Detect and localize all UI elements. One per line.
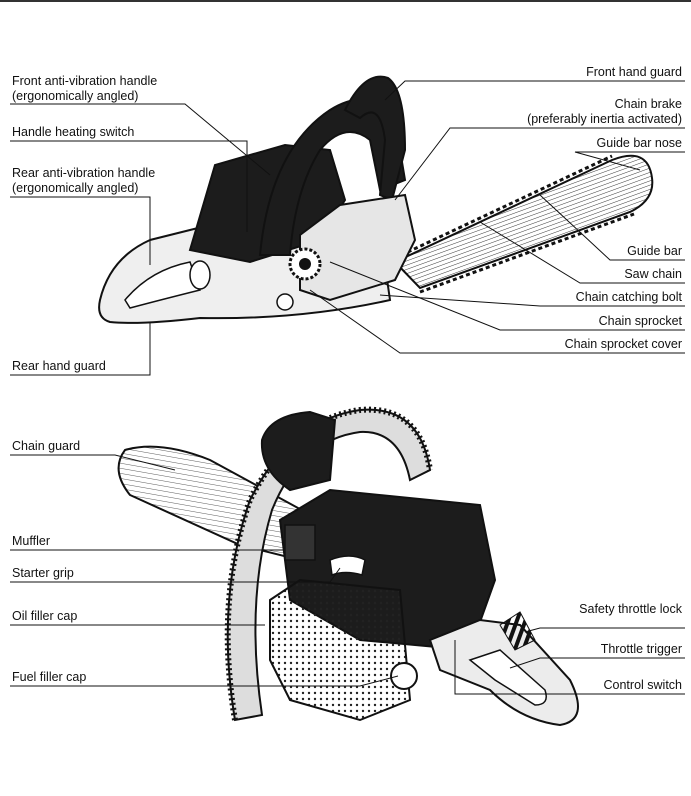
label-front-hand-guard: Front hand guard bbox=[586, 65, 682, 79]
label-chain-sprocket: Chain sprocket bbox=[599, 314, 682, 328]
label-rear-hand-guard: Rear hand guard bbox=[12, 359, 106, 373]
label-muffler: Muffler bbox=[12, 534, 50, 548]
label-control-switch: Control switch bbox=[604, 678, 683, 692]
label-chain-brake: Chain brake bbox=[615, 97, 682, 111]
leader-safety-throttle-lock bbox=[525, 628, 685, 632]
label-chain-guard: Chain guard bbox=[12, 439, 80, 453]
label-front-av-handle: Front anti-vibration handle bbox=[12, 74, 157, 88]
label-chain-catching-bolt: Chain catching bolt bbox=[576, 290, 682, 304]
label-starter-grip: Starter grip bbox=[12, 566, 74, 580]
label-rear-av-handle: Rear anti-vibration handle bbox=[12, 166, 155, 180]
bottom-chainsaw bbox=[119, 410, 578, 725]
label-throttle-trigger: Throttle trigger bbox=[601, 642, 682, 656]
label-saw-chain: Saw chain bbox=[624, 267, 682, 281]
label-rear-av-handle-note: (ergonomically angled) bbox=[12, 181, 138, 195]
label-front-av-handle-note: (ergonomically angled) bbox=[12, 89, 138, 103]
label-safety-throttle-lock: Safety throttle lock bbox=[579, 602, 682, 616]
label-oil-filler-cap: Oil filler cap bbox=[12, 609, 77, 623]
label-guide-bar: Guide bar bbox=[627, 244, 682, 258]
label-handle-heating-switch: Handle heating switch bbox=[12, 125, 134, 139]
label-guide-bar-nose: Guide bar nose bbox=[597, 136, 682, 150]
label-fuel-filler-cap: Fuel filler cap bbox=[12, 670, 86, 684]
starter-cover bbox=[270, 580, 410, 720]
fuel-cap-shape bbox=[391, 663, 417, 689]
label-chain-sprocket-cover: Chain sprocket cover bbox=[565, 337, 682, 351]
label-chain-brake-note: (preferably inertia activated) bbox=[527, 112, 682, 126]
